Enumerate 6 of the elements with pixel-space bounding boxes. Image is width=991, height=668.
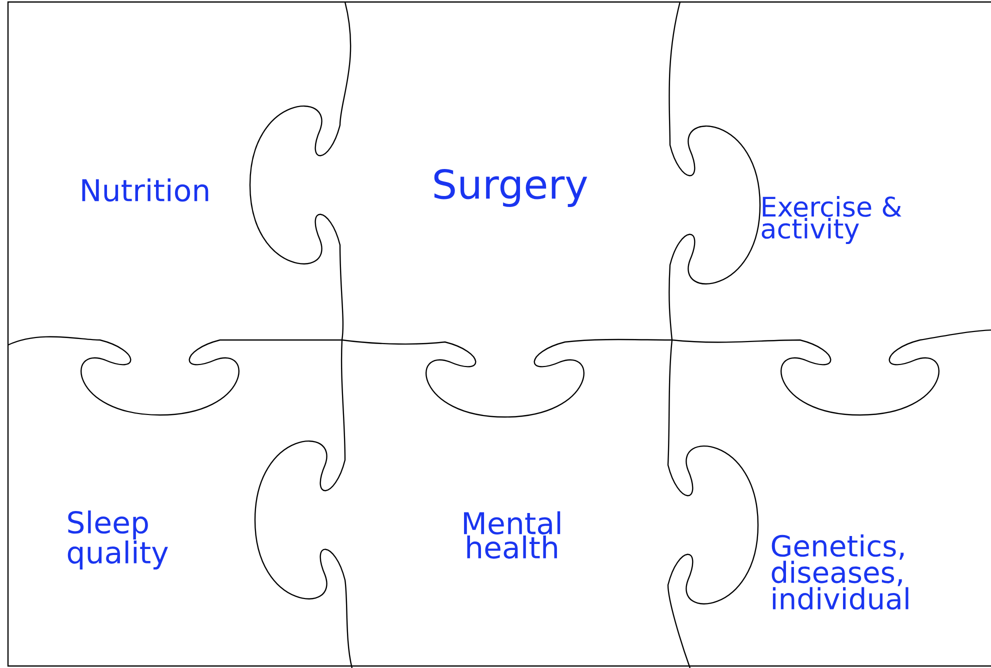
piece-label: Sleep quality — [68, 510, 168, 570]
piece-label: Nutrition — [82, 178, 208, 202]
piece-label: Surgery — [434, 169, 588, 207]
piece-label: Mental health — [464, 511, 560, 559]
piece-label: Genetics, diseases, individual — [772, 534, 908, 610]
piece-label: Exercise & activity — [762, 196, 902, 244]
